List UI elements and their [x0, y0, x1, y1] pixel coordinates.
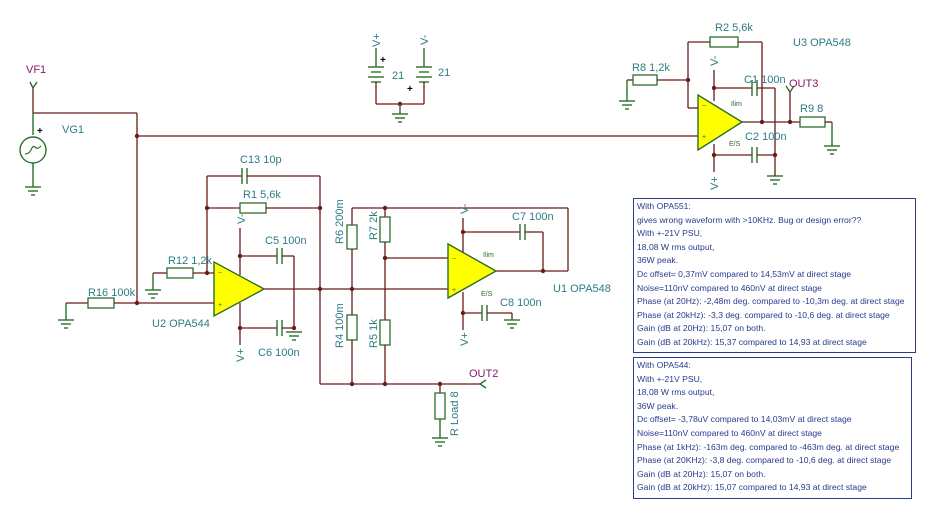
resistor-r9	[799, 116, 826, 128]
svg-text:Ilim: Ilim	[731, 101, 742, 108]
resistor-r4	[346, 314, 358, 341]
battery-vplus: +	[368, 48, 386, 104]
r8-label: R8 1,2k	[632, 62, 670, 74]
svg-text:+: +	[380, 55, 386, 66]
opamp-u2: − +	[213, 260, 266, 318]
opamp-u3: − + Ilim E/S	[697, 93, 744, 152]
battery2-value: 21	[438, 67, 450, 79]
svg-text:V+: V+	[709, 176, 721, 190]
resistor-rload	[434, 392, 446, 420]
note-line: Dc offset= 0,37mV compared to 14,53mV at…	[637, 268, 852, 279]
resistor-r12	[166, 267, 194, 279]
r2-label: R2 5,6k	[715, 22, 753, 34]
c6-label: C6 100n	[258, 347, 300, 359]
c7-label: C7 100n	[512, 211, 554, 223]
note-line: 18,08 W rms output,	[637, 241, 715, 252]
svg-text:−: −	[218, 270, 222, 277]
svg-text:+: +	[702, 134, 706, 141]
svg-text:V-: V-	[459, 203, 471, 214]
note-line: With +-21V PSU,	[637, 228, 703, 239]
r5-label: R5 1k	[368, 319, 380, 348]
note-line: Phase (at 20kHz): -3,3 deg. compared to …	[637, 309, 890, 320]
r1-label: R1 5,6k	[243, 189, 281, 201]
battery-vminus: +	[407, 48, 432, 104]
svg-text:+: +	[452, 287, 456, 294]
c2-label: C2 100n	[745, 131, 787, 143]
svg-text:V-: V-	[236, 213, 248, 224]
vplus-label: V+	[371, 33, 383, 47]
vf1-label: VF1	[26, 64, 46, 76]
svg-text:V-: V-	[709, 55, 721, 66]
battery1-value: 21	[392, 70, 404, 82]
note-line: 36W peak.	[637, 255, 679, 266]
resistor-r5	[379, 319, 391, 346]
u3-label: U3 OPA548	[793, 37, 851, 49]
svg-text:+: +	[218, 302, 222, 309]
note-line: Noise=110nV compared to 460nV at direct …	[637, 427, 822, 438]
note-opa551: With OPA551: gives wrong waveform with >…	[633, 198, 916, 353]
note-line: gives wrong waveform with >10KHz. Bug or…	[637, 214, 862, 225]
c13-label: C13 10p	[240, 154, 282, 166]
r4-label: R4 100m	[334, 303, 346, 348]
u1-label: U1 OPA548	[553, 283, 611, 295]
source-vg1: +	[19, 81, 137, 196]
note-line: Gain (dB at 20Hz): 15,07 on both.	[637, 468, 766, 479]
resistor-r7	[379, 216, 391, 243]
note-line: Phase (at 20Hz): -2,48m deg. compared to…	[637, 296, 905, 307]
resistor-r6	[346, 224, 358, 250]
svg-text:−: −	[702, 103, 706, 110]
resistor-r1	[239, 202, 267, 214]
note-line: Gain (dB at 20Hz): 15,07 on both.	[637, 323, 766, 334]
opamp-u1: − + Ilim E/S	[447, 242, 498, 300]
note-line: Noise=110nV compared to 460nV at direct …	[637, 282, 822, 293]
note-line: With OPA551:	[637, 201, 691, 211]
note-line: Phase (at 1kHz): -163m deg. compared to …	[637, 441, 900, 452]
svg-text:−: −	[452, 256, 456, 263]
note-line: Gain (dB at 20kHz): 15,37 compared to 14…	[637, 336, 867, 347]
resistor-r2	[709, 36, 739, 48]
out2-label: OUT2	[469, 368, 498, 380]
resistor-r16	[87, 297, 115, 309]
note-line: With +-21V PSU,	[637, 373, 703, 384]
note-line: Gain (dB at 20kHz): 15,07 compared to 14…	[637, 482, 867, 493]
u2-label: U2 OPA544	[152, 318, 210, 330]
resistor-r8	[632, 74, 658, 86]
note-line: Phase (at 20KHz): -3,8 deg. compared to …	[637, 455, 892, 466]
c8-label: C8 100n	[500, 297, 542, 309]
r6-label: R6 200m	[334, 199, 346, 244]
note-opa544: With OPA544: With +-21V PSU, 18,08 W rms…	[633, 357, 912, 499]
r9-label: R9 8	[800, 103, 823, 115]
c5-label: C5 100n	[265, 235, 307, 247]
c1-label: C1 100n	[744, 74, 786, 86]
svg-text:+: +	[407, 84, 413, 95]
svg-text:Ilim: Ilim	[483, 252, 494, 259]
svg-text:E/S: E/S	[481, 291, 493, 298]
svg-text:E/S: E/S	[729, 141, 741, 148]
vg1-label: VG1	[62, 124, 84, 136]
note-line: 18,08 W rms output,	[637, 387, 715, 398]
svg-text:+: +	[37, 126, 43, 137]
note-line: Dc offset= -3,78uV compared to 14,03mV a…	[637, 414, 852, 425]
svg-text:V+: V+	[459, 332, 471, 346]
out3-label: OUT3	[789, 78, 818, 90]
svg-text:V+: V+	[235, 348, 247, 362]
r12-label: R12 1,2k	[168, 255, 213, 267]
note-line: With OPA544:	[637, 360, 691, 370]
r16-label: R16 100k	[88, 287, 136, 299]
rload-label: R Load 8	[449, 391, 461, 436]
r7-label: R7 2k	[368, 211, 380, 240]
vminus-label: V-	[419, 34, 431, 45]
note-line: 36W peak.	[637, 400, 679, 411]
